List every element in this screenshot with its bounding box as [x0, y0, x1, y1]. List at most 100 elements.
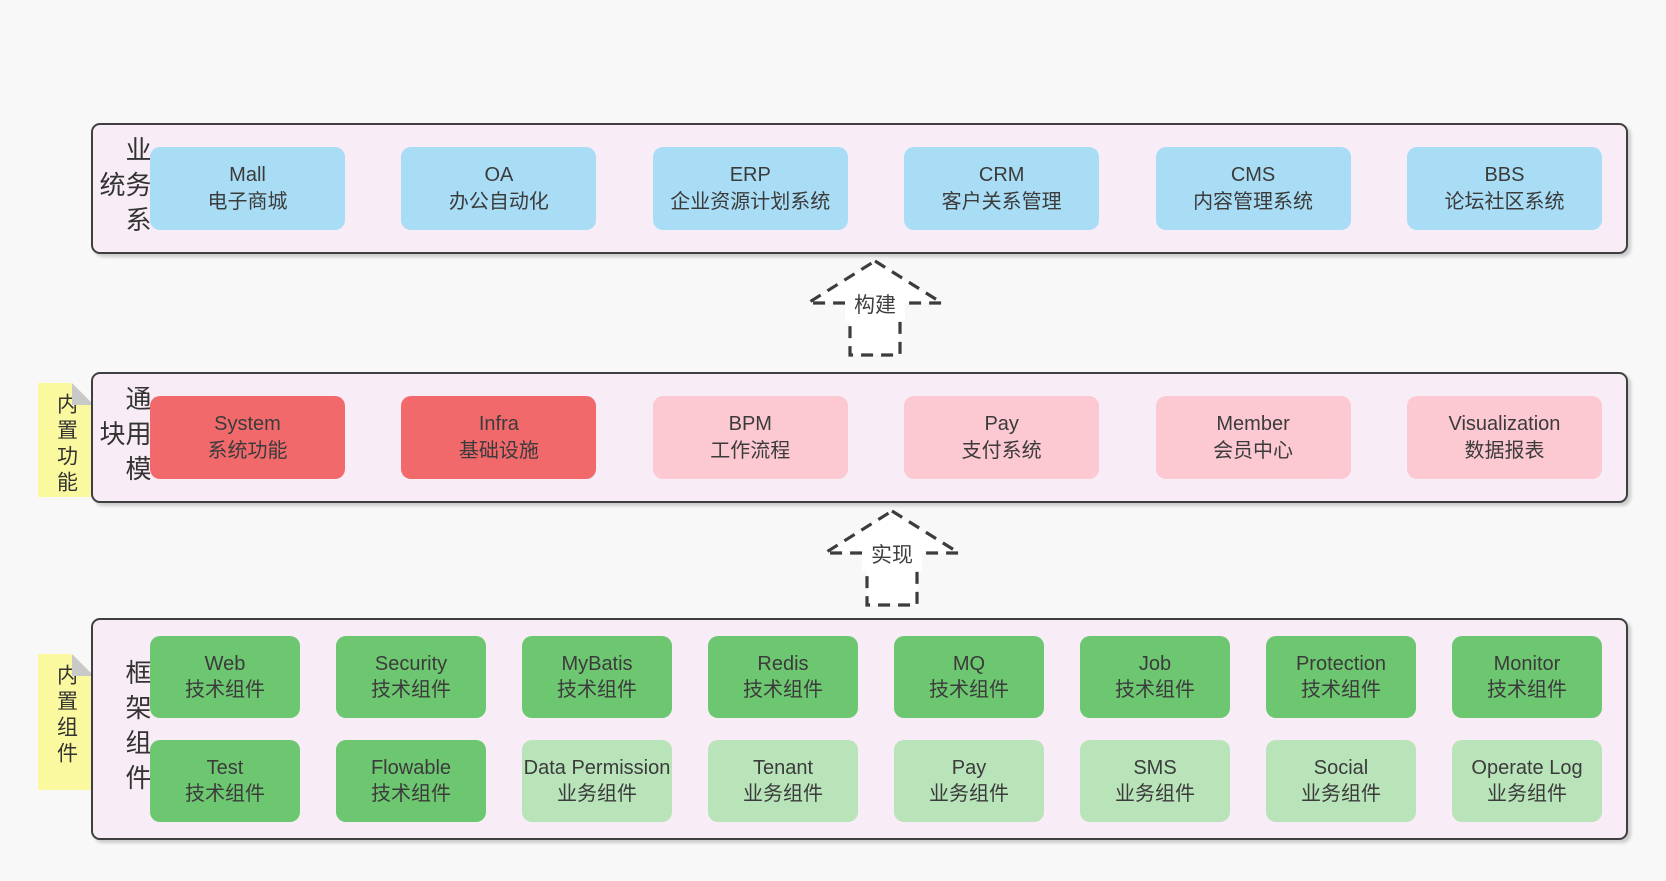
box-name: OA: [484, 164, 514, 187]
box-desc: 基础设施: [458, 439, 539, 462]
box-name: CRM: [978, 164, 1025, 187]
box-name: BPM: [728, 413, 772, 436]
box-desc: 工作流程: [710, 439, 791, 462]
box-desc: 技术组件: [185, 679, 265, 701]
box-desc: 办公自动化: [448, 190, 549, 213]
box-name: Redis: [757, 652, 809, 675]
arrow-label-bg: [845, 287, 905, 321]
band-content: Web 技术组件 Security 技术组件 MyBatis 技术组件 Redi…: [150, 636, 1602, 822]
box-desc: 技术组件: [743, 679, 823, 701]
arrow-label-bg: [862, 537, 922, 571]
box-desc: 技术组件: [929, 679, 1009, 701]
box-name: SMS: [1133, 756, 1177, 779]
box-name: Pay: [951, 756, 987, 779]
box-name: Security: [374, 652, 448, 675]
box-name: MQ: [952, 652, 986, 675]
arrow-build: 构建: [805, 259, 945, 357]
box-name: Data Permission: [523, 756, 671, 779]
box-security: Security 技术组件: [336, 636, 486, 718]
box-desc: 企业资源计划系统: [670, 190, 831, 213]
box-name: Monitor: [1493, 652, 1561, 675]
sticky-note-label: 内置组件: [54, 664, 78, 768]
sticky-note-built-in-components: 内置组件: [38, 654, 94, 790]
box-crm: CRM 客户关系管理: [904, 147, 1100, 230]
box-test: Test 技术组件: [150, 740, 300, 822]
band-business-systems: 业务系统 Mall 电子商城 OA 办公自动化 ERP 企业资源计划系统 CRM…: [91, 123, 1628, 254]
sticky-note-label: 内置功能: [54, 393, 78, 497]
band-framework-components: 框架组件 Web 技术组件 Security 技术组件 MyBatis 技术组件…: [91, 618, 1628, 840]
box-erp: ERP 企业资源计划系统: [652, 147, 848, 230]
box-monitor: Monitor 技术组件: [1452, 636, 1602, 718]
band-content: System 系统功能 Infra 基础设施 BPM 工作流程 Pay 支付系统…: [150, 396, 1602, 479]
box-desc: 技术组件: [1115, 679, 1195, 701]
band-label-common-modules: 通用模块: [96, 385, 152, 490]
band-content: Mall 电子商城 OA 办公自动化 ERP 企业资源计划系统 CRM 客户关系…: [150, 147, 1602, 230]
component-row-2: Test 技术组件 Flowable 技术组件 Data Permission …: [150, 740, 1602, 822]
box-desc: 电子商城: [207, 190, 288, 213]
box-name: Member: [1216, 413, 1290, 436]
box-web: Web 技术组件: [150, 636, 300, 718]
box-bbs: BBS 论坛社区系统: [1406, 147, 1602, 230]
box-desc: 数据报表: [1464, 439, 1545, 462]
box-name: ERP: [729, 164, 771, 187]
box-desc: 技术组件: [557, 679, 637, 701]
box-system: System 系统功能: [150, 396, 345, 479]
arrow-label: 实现: [871, 544, 913, 567]
box-desc: 业务组件: [929, 783, 1009, 805]
box-operate-log: Operate Log 业务组件: [1452, 740, 1602, 822]
box-member: Member 会员中心: [1155, 396, 1351, 479]
box-social: Social 业务组件: [1266, 740, 1416, 822]
box-bpm: BPM 工作流程: [652, 396, 848, 479]
arrow-implement: 实现: [822, 509, 962, 607]
box-desc: 内容管理系统: [1193, 190, 1314, 213]
box-desc: 技术组件: [371, 679, 451, 701]
box-protection: Protection 技术组件: [1266, 636, 1416, 718]
box-redis: Redis 技术组件: [708, 636, 858, 718]
component-row-1: Web 技术组件 Security 技术组件 MyBatis 技术组件 Redi…: [150, 636, 1602, 718]
box-name: Pay: [984, 413, 1019, 436]
box-name: Social: [1313, 756, 1369, 779]
box-name: MyBatis: [561, 652, 633, 675]
box-name: Tenant: [752, 756, 814, 779]
box-desc: 会员中心: [1213, 439, 1294, 462]
box-mall: Mall 电子商城: [150, 147, 345, 230]
box-pay: Pay 支付系统: [904, 396, 1100, 479]
band-common-modules: 通用模块 System 系统功能 Infra 基础设施 BPM 工作流程 Pay…: [91, 372, 1628, 503]
box-desc: 支付系统: [961, 439, 1042, 462]
box-desc: 技术组件: [1487, 679, 1567, 701]
box-desc: 业务组件: [1115, 783, 1195, 805]
box-flowable: Flowable 技术组件: [336, 740, 486, 822]
arrow-label: 构建: [854, 294, 896, 317]
box-name: CMS: [1230, 164, 1276, 187]
box-tenant: Tenant 业务组件: [708, 740, 858, 822]
box-desc: 业务组件: [1487, 783, 1567, 805]
box-desc: 业务组件: [743, 783, 823, 805]
box-visualization: Visualization 数据报表: [1406, 396, 1602, 479]
box-data-permission: Data Permission 业务组件: [522, 740, 672, 822]
box-name: Mall: [229, 164, 266, 187]
box-name: Web: [204, 652, 246, 675]
box-infra: Infra 基础设施: [401, 396, 597, 479]
box-desc: 论坛社区系统: [1444, 190, 1565, 213]
box-name: Visualization: [1448, 413, 1561, 436]
box-desc: 技术组件: [1301, 679, 1381, 701]
box-desc: 技术组件: [371, 783, 451, 805]
box-name: Flowable: [370, 756, 452, 779]
box-mybatis: MyBatis 技术组件: [522, 636, 672, 718]
band-label-business-systems: 业务系统: [96, 136, 152, 241]
box-cms: CMS 内容管理系统: [1155, 147, 1351, 230]
box-name: Test: [206, 756, 244, 779]
box-desc: 业务组件: [1301, 783, 1381, 805]
box-sms: SMS 业务组件: [1080, 740, 1230, 822]
band-label-framework-components: 框架组件: [122, 659, 152, 799]
box-desc: 技术组件: [185, 783, 265, 805]
box-name: System: [214, 413, 281, 436]
box-desc: 客户关系管理: [941, 190, 1062, 213]
box-name: Job: [1138, 652, 1172, 675]
box-desc: 业务组件: [557, 783, 637, 805]
box-name: Infra: [478, 413, 519, 436]
box-name: Operate Log: [1471, 756, 1583, 779]
box-pay-business: Pay 业务组件: [894, 740, 1044, 822]
box-job: Job 技术组件: [1080, 636, 1230, 718]
